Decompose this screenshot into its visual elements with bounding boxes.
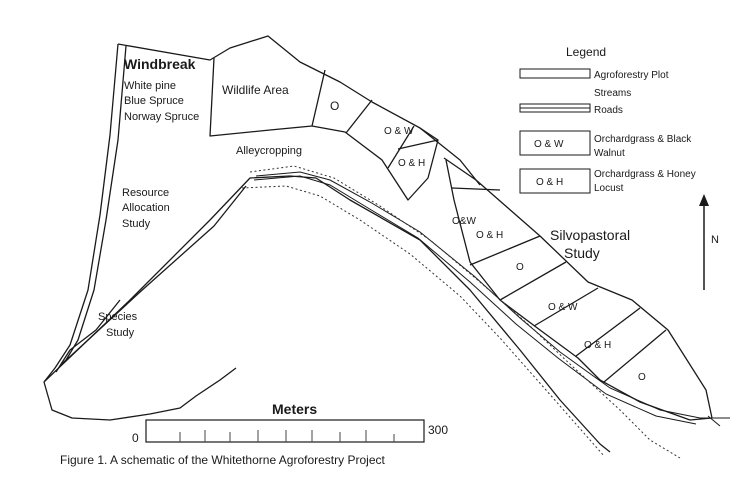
- legend-oh-label: Orchardgrass & Honey: [594, 169, 696, 180]
- legend-title: Legend: [566, 45, 606, 59]
- legend-plot-symbol: [519, 68, 591, 79]
- boundary-tail: [707, 415, 721, 427]
- arch-inner-boundary: [61, 185, 247, 365]
- legend-plot-label: Agroforestry Plot: [594, 70, 669, 81]
- windbreak-species: Blue Spruce: [124, 95, 184, 107]
- alleycropping-label: Alleycropping: [236, 145, 302, 157]
- wildlife-area-label: Wildlife Area: [222, 83, 289, 97]
- plot-divider: [603, 329, 667, 383]
- legend-ow-label: Walnut: [594, 148, 625, 159]
- north-boundary: [117, 35, 481, 186]
- silvopastoral-label: Silvopastoral: [550, 227, 630, 243]
- resource-study-label: Allocation: [122, 202, 170, 214]
- plot-label: O & W: [384, 126, 414, 137]
- plot-label: O & H: [476, 230, 503, 241]
- windbreak-boundary: [43, 43, 119, 383]
- wildlife-area-boundary: [209, 57, 326, 137]
- arch-outer-boundary: [43, 175, 611, 453]
- legend-ow-symbol: [519, 130, 591, 156]
- road-line: [255, 171, 701, 419]
- species-study-boundary: [43, 367, 237, 421]
- plot-divider: [533, 287, 599, 327]
- site-boundaries: [43, 35, 730, 459]
- plot-label: O & H: [584, 340, 611, 351]
- legend-oh-label: Locust: [594, 183, 624, 194]
- legend-ow-code: O & W: [534, 139, 564, 150]
- silvopastoral-strip: [443, 157, 713, 419]
- plot-label: O: [638, 372, 646, 383]
- scale-ticks: [179, 430, 395, 442]
- plot-divider: [345, 99, 373, 134]
- plot-label: O & H: [398, 158, 425, 169]
- scale-bar-frame: [145, 419, 425, 443]
- species-study-label: Study: [106, 327, 135, 339]
- plot-divider: [451, 187, 501, 191]
- road-line: [253, 175, 697, 425]
- stream-line: [249, 165, 681, 459]
- scale-bar: Meters 0 300: [132, 401, 448, 445]
- resource-study-label: Study: [122, 218, 151, 230]
- species-study-label: Species: [98, 311, 138, 323]
- plot-label: O & W: [548, 302, 578, 313]
- area-labels: Windbreak White pine Blue Spruce Norway …: [98, 56, 630, 339]
- legend-ow-label: Orchardgrass & Black: [594, 134, 692, 145]
- plot-divider: [575, 307, 641, 357]
- scale-title: Meters: [272, 401, 317, 417]
- silvopastoral-label: Study: [564, 245, 600, 261]
- plot-divider: [397, 139, 439, 150]
- plot-label: O: [330, 99, 339, 113]
- plot-divider: [469, 235, 541, 266]
- plot-labels: O O & W O & H O&W O & H O O & W O & H O: [330, 99, 646, 383]
- plot-label: O: [516, 262, 524, 273]
- north-label: N: [711, 234, 719, 246]
- windbreak-species: Norway Spruce: [124, 111, 199, 123]
- scale-min: 0: [132, 431, 139, 445]
- scale-max: 300: [428, 423, 448, 437]
- windbreak-species: White pine: [124, 80, 176, 92]
- silvopastoral-inner-edge: [445, 159, 713, 421]
- plot-divider: [499, 261, 567, 301]
- north-arrow: N: [699, 194, 719, 290]
- figure-caption: Figure 1. A schematic of the Whitethorne…: [60, 453, 385, 467]
- north-arrow-icon: [699, 194, 709, 206]
- windbreak-title: Windbreak: [124, 56, 196, 72]
- legend-streams-label: Streams: [594, 88, 631, 99]
- legend-oh-symbol: [519, 168, 591, 194]
- legend-oh-code: O & H: [536, 177, 563, 188]
- plot-divider: [387, 125, 415, 169]
- species-study-divider: [55, 299, 121, 373]
- plot-label: O&W: [452, 216, 476, 227]
- legend: Legend Agroforestry Plot Streams Roads O…: [519, 45, 696, 194]
- resource-study-label: Resource: [122, 187, 169, 199]
- legend-roads-label: Roads: [594, 105, 623, 116]
